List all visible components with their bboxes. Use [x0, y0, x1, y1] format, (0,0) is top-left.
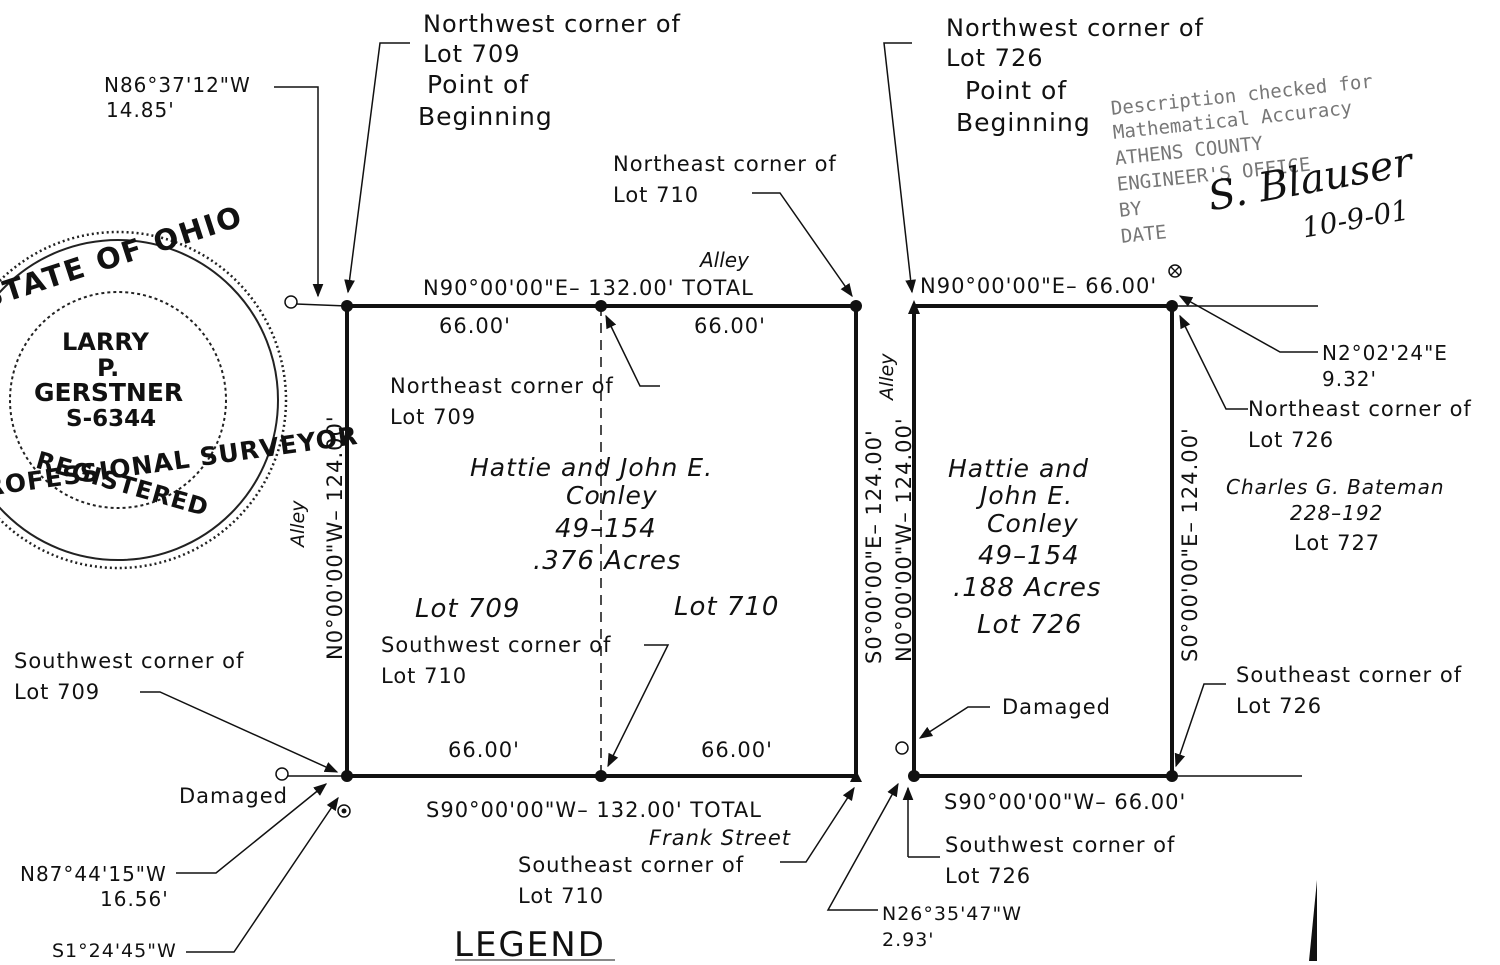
right-deed: 49–154 [978, 541, 1080, 571]
callout-sw-726-title: Southwest corner of [945, 833, 1176, 857]
adjoiner-lot: Lot 727 [1294, 531, 1381, 555]
tie-sw-726-bearing: N26°35'47"W [882, 903, 1022, 925]
left-south-seg-1: 66.00' [448, 738, 520, 762]
tie-nw-709-distance: 14.85' [106, 98, 175, 122]
adjoiner-name: Charles G. Bateman [1226, 475, 1445, 499]
callout-ne-710-title: Northeast corner of [613, 152, 837, 176]
damaged-right-label: Damaged [1002, 695, 1111, 719]
callout-ne-726-lot: Lot 726 [1248, 428, 1335, 452]
alley-left-label: Alley [287, 500, 309, 548]
stamp-line-6: DATE [1119, 221, 1168, 248]
callout-sw-710-title: Southwest corner of [381, 633, 612, 657]
tie-ne-726-bearing: N2°02'24"E [1322, 341, 1448, 365]
callout-nw-709-pob-2: Beginning [418, 102, 553, 131]
seal-name-3: GERSTNER [34, 378, 184, 407]
alley-mid-label: Alley [876, 353, 898, 401]
left-south-line-label: S90°00'00"W– 132.00' TOTAL [426, 798, 762, 822]
right-owner-line-1: Hattie and [948, 454, 1090, 483]
left-north-line-label: N90°00'00"E– 132.00' TOTAL [423, 276, 754, 300]
callout-nw-726-lot: Lot 726 [946, 44, 1044, 72]
tie-sw-709-bearing: N87°44'15"W [20, 862, 167, 886]
callout-se-710-lot: Lot 710 [518, 884, 605, 908]
callout-sw-710-lot: Lot 710 [381, 664, 468, 688]
callout-nw-726-pob-1: Point of [965, 76, 1068, 105]
right-acres: .188 Acres [953, 573, 1102, 603]
callout-ne-726-title: Northeast corner of [1248, 397, 1472, 421]
left-north-seg-1: 66.00' [439, 314, 511, 338]
tie-ne-726-distance: 9.32' [1322, 367, 1378, 391]
callout-nw-709-pob-1: Point of [427, 70, 530, 99]
alley-top-label: Alley [700, 248, 749, 272]
callout-se-726-title: Southeast corner of [1236, 663, 1463, 687]
left-acres: .376 Acres [533, 546, 682, 576]
tie-sw-709-distance: 16.56' [100, 887, 169, 911]
tie-nw-709-bearing: N86°37'12"W [104, 73, 251, 97]
corner-markers [341, 300, 1178, 782]
left-east-line-label: S0°00'00"E– 124.00' [862, 429, 886, 664]
callout-ne-709-title: Northeast corner of [390, 374, 614, 398]
leader-lines [140, 42, 1318, 953]
callout-sw-709-title: Southwest corner of [14, 649, 245, 673]
callout-nw-709-lot: Lot 709 [423, 40, 521, 68]
callout-sw-709-lot: Lot 709 [14, 680, 101, 704]
parcel-right-boundary [912, 304, 1174, 778]
tie-sw-709-bearing-2: S1°24'45"W [52, 940, 177, 962]
callout-nw-709-title: Northwest corner of [423, 10, 681, 38]
right-owner-line-2: John E. [980, 481, 1074, 510]
right-west-line-label: N0°00'00"W– 124.00' [892, 417, 916, 662]
callout-ne-710-lot: Lot 710 [613, 183, 700, 207]
damaged-left-label: Damaged [179, 784, 288, 808]
left-deed: 49–154 [555, 514, 657, 544]
callout-se-726-lot: Lot 726 [1236, 694, 1323, 718]
lot-710-label: Lot 710 [674, 592, 780, 622]
tie-sw-726-distance: 2.93' [882, 929, 935, 951]
callout-sw-726-lot: Lot 726 [945, 864, 1032, 888]
right-owner-line-3: Conley [987, 509, 1079, 538]
legend-title: LEGEND [454, 925, 606, 965]
right-south-line-label: S90°00'00"W– 66.00' [944, 790, 1187, 814]
callout-nw-726-pob-2: Beginning [956, 108, 1091, 137]
right-east-line-label: S0°00'00"E– 124.00' [1178, 427, 1202, 662]
left-owner-line-2: Conley [566, 481, 658, 510]
lot-726-label: Lot 726 [977, 610, 1083, 640]
lot-709-label: Lot 709 [415, 594, 521, 624]
seal-name-2: P. [97, 354, 120, 382]
callout-ne-709-lot: Lot 709 [390, 405, 477, 429]
left-west-line-label: N0°00'00"W– 124.00' [323, 415, 347, 660]
left-owner-line-1: Hattie and John E. [470, 453, 714, 482]
frank-street-label: Frank Street [649, 826, 791, 850]
seal-name-1: LARRY [62, 328, 149, 356]
left-north-seg-2: 66.00' [694, 314, 766, 338]
stamp-line-5: BY [1117, 197, 1143, 222]
callout-nw-726-title: Northwest corner of [946, 14, 1204, 42]
north-arrow [1309, 880, 1317, 961]
adjoiner-deed: 228–192 [1290, 501, 1384, 525]
right-north-line-label: N90°00'00"E– 66.00' [920, 274, 1158, 298]
surveyor-seal [0, 230, 288, 570]
seal-number: S-6344 [66, 406, 157, 432]
left-south-seg-2: 66.00' [701, 738, 773, 762]
callout-se-710-title: Southeast corner of [518, 853, 745, 877]
